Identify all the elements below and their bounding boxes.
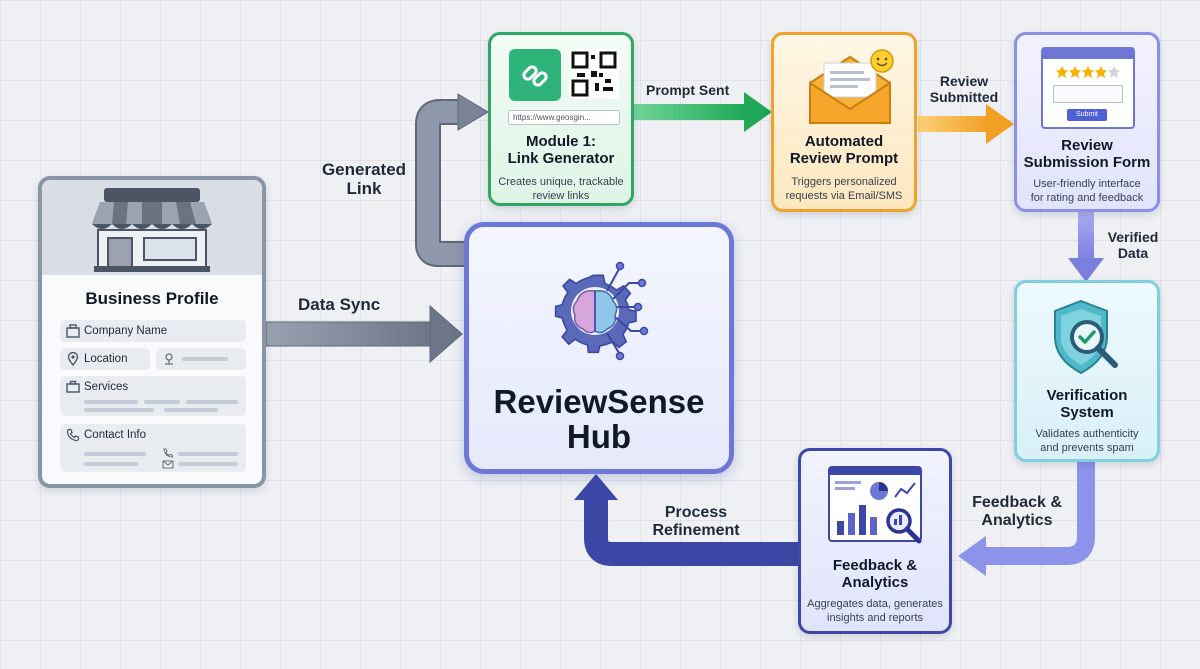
process-refinement-label: Process Refinement [652,504,740,539]
data-sync-arrow [265,304,463,364]
phone-icon [66,428,80,442]
feedback-analytics-arrow [958,460,1095,576]
services-label: Services [84,381,129,393]
phone-small-icon [163,448,173,458]
storefront-icon [92,188,212,272]
feedback-analytics-label: Feedback & Analytics [972,494,1062,529]
data-sync-label: Data Sync [298,295,381,314]
map-pin-icon [165,353,173,365]
services-field: Services [60,376,246,416]
verification-title: Verification System [1046,387,1128,422]
feedback-textarea[interactable] [1053,85,1123,103]
building-icon [66,324,80,338]
profile-header [42,180,262,275]
shield-check-icon [1054,299,1118,375]
review-submission-form-card: Submit Review Submission Form User-frien… [1014,32,1160,212]
link-generator-desc: Creates unique, trackable review links [498,176,624,202]
location-pin-icon [67,352,79,366]
location-field: Location [60,348,150,370]
envelope-icon [809,49,894,124]
feedback-card-desc: Aggregates data, generates insights and … [807,598,943,624]
process-refinement-arrow [574,474,800,566]
review-form-title: Review Submission Form [1023,137,1151,172]
location-placeholder-bar [182,357,228,361]
feedback-analytics-card: Feedback & Analytics Aggregates data, ge… [798,448,952,634]
link-icon [509,49,561,101]
automated-prompt-title: Automated Review Prompt [789,133,899,168]
services-bar-4 [84,408,154,412]
services-bar-1 [84,400,138,404]
ai-brain-gear-icon [554,261,649,361]
contact-info-label: Contact Info [84,429,147,441]
services-bar-3 [186,400,238,404]
contact-bar-1 [84,452,146,456]
link-generator-title: Module 1: Link Generator [507,133,615,168]
verification-system-card: Verification System Validates authentici… [1014,280,1160,462]
generated-link-label: Generated Link [321,160,407,199]
qr-code-icon [569,49,619,99]
automated-prompt-desc: Triggers personalized requests via Email… [785,176,903,202]
contact-bar-2 [84,462,138,466]
review-form-desc: User-friendly interface for rating and f… [1030,178,1144,204]
link-url-text: https://www.geosgin... [513,113,591,122]
star-rating-icon[interactable] [1055,65,1123,79]
business-profile-card: Business Profile Company Name Location S… [38,176,266,488]
generated-link-arrow [415,93,489,267]
profile-title: Business Profile [85,289,219,308]
form-window-titlebar [1043,49,1133,59]
automated-review-prompt-card: Automated Review Prompt Triggers persona… [771,32,917,212]
review-submitted-arrow [918,104,1014,144]
company-name-field: Company Name [60,320,246,342]
contact-bar-4 [178,462,238,466]
form-window: Submit [1041,47,1135,129]
company-name-label: Company Name [84,325,168,337]
prompt-sent-arrow [634,92,772,132]
location-label: Location [84,353,128,365]
verified-data-arrow [1068,212,1104,282]
services-bar-5 [164,408,218,412]
review-submitted-label: Review Submitted [929,73,999,105]
reviewsense-hub-card: ReviewSense Hub [464,222,734,474]
mail-icon [162,460,174,469]
contact-info-field: Contact Info [60,424,246,472]
submit-button[interactable]: Submit [1067,109,1107,121]
prompt-sent-label: Prompt Sent [646,82,730,98]
link-url-field[interactable]: https://www.geosgin... [508,110,620,125]
feedback-card-title: Feedback & Analytics [832,557,918,592]
analytics-dashboard-icon [828,466,922,544]
briefcase-icon [66,380,80,393]
link-generator-card: https://www.geosgin... Module 1: Link Ge… [488,32,634,206]
services-bar-2 [144,400,180,404]
location-value-field [156,348,246,370]
verified-data-label: Verified Data [1107,229,1159,261]
hub-title: ReviewSense Hub [493,383,705,455]
verification-desc: Validates authenticity and prevents spam [1035,428,1139,454]
contact-bar-3 [178,452,238,456]
